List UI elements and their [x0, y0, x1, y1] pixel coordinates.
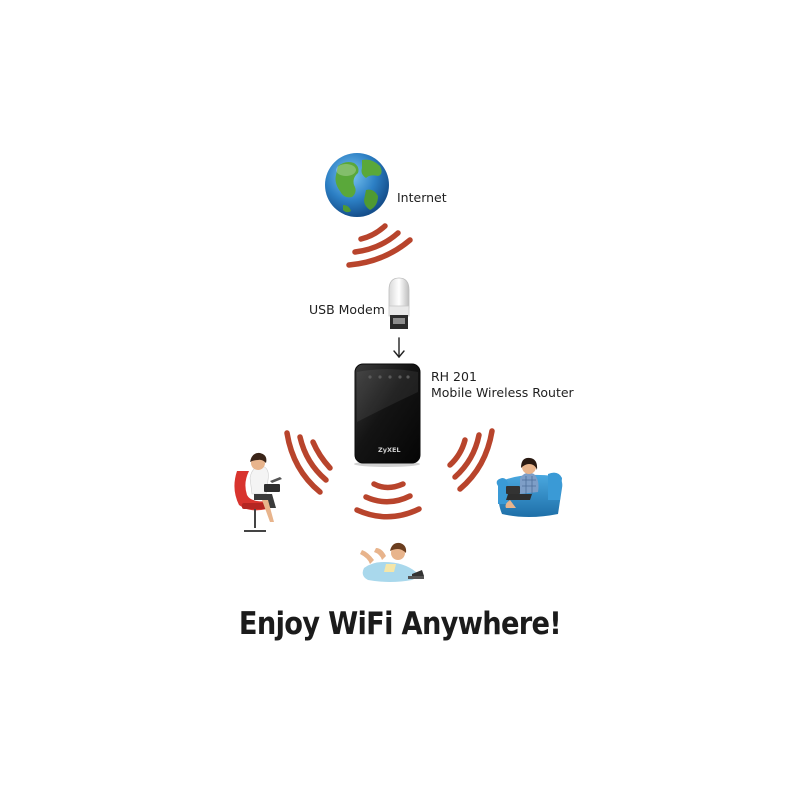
usb-modem-icon [388, 277, 410, 329]
signal-waves-left [284, 430, 333, 495]
internet-label: Internet [397, 190, 447, 205]
woman-chair-icon [234, 452, 282, 532]
signal-waves-top [346, 223, 413, 268]
usb-modem-label: USB Modem [309, 302, 385, 317]
headline: Enjoy WiFi Anywhere! [238, 606, 562, 642]
signal-waves-right [447, 428, 495, 492]
girl-lying-icon [360, 542, 424, 582]
router-brand-label: ZyXEL [378, 446, 401, 454]
arrow-down-icon [393, 337, 405, 359]
router-label: RH 201 Mobile Wireless Router [431, 369, 574, 401]
router-icon: ZyXEL [354, 363, 421, 467]
globe-icon [325, 153, 389, 217]
router-model-label: RH 201 [431, 369, 477, 384]
woman-sofa-icon [496, 457, 563, 517]
signal-waves-bottom [354, 481, 422, 520]
router-name-label: Mobile Wireless Router [431, 385, 574, 400]
